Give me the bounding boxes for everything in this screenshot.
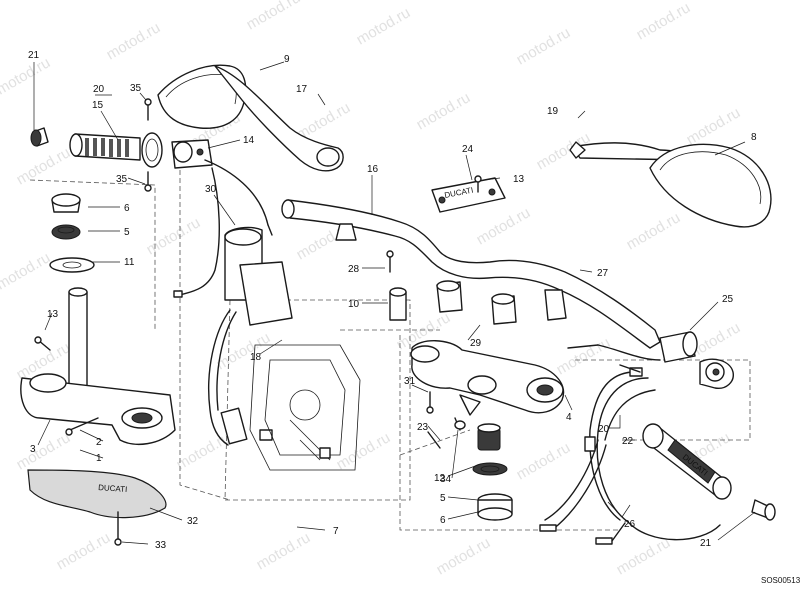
watermark: motod.ru xyxy=(554,334,614,378)
callout-7: 7 xyxy=(333,526,339,537)
left-mirror xyxy=(157,64,344,172)
left-switch-harness xyxy=(173,167,293,446)
callout-25: 25 xyxy=(722,294,734,305)
callout-34: 34 xyxy=(440,474,452,485)
watermark: motod.ru xyxy=(0,249,53,293)
risers-and-spacers xyxy=(335,223,567,325)
grip-texture xyxy=(85,138,129,157)
watermark: motod.ru xyxy=(414,89,474,133)
watermark: motod.ru xyxy=(634,0,694,43)
callout-20: 20 xyxy=(93,84,105,95)
callout-22: 22 xyxy=(622,436,634,447)
callout-29: 29 xyxy=(470,338,482,349)
callout-21: 21 xyxy=(700,538,712,549)
watermark: motod.ru xyxy=(14,429,74,473)
callout-35: 35 xyxy=(116,174,128,185)
callout-21: 21 xyxy=(28,50,40,61)
callout-4: 4 xyxy=(566,412,572,423)
handlebar xyxy=(281,199,661,349)
watermark: motod.ru xyxy=(434,534,494,578)
watermark: motod.ru xyxy=(354,4,414,48)
watermark: motod.ru xyxy=(174,429,234,473)
callout-labels: 21 20 15 35 9 17 19 8 14 35 16 24 13 30 … xyxy=(28,50,757,551)
callout-31: 31 xyxy=(404,376,416,387)
left-grip-assembly xyxy=(30,98,269,226)
callout-32: 32 xyxy=(187,516,199,527)
callout-24: 24 xyxy=(462,144,474,155)
callout-20: 20 xyxy=(598,424,610,435)
watermark: motod.ru xyxy=(474,204,534,248)
watermark: motod.ru xyxy=(0,54,53,98)
callout-23: 23 xyxy=(417,422,429,433)
right-mirror xyxy=(569,141,772,228)
callout-14: 14 xyxy=(243,135,255,146)
watermark: motod.ru xyxy=(334,429,394,473)
watermark: motod.ru xyxy=(244,0,304,33)
callout-15: 15 xyxy=(92,100,104,111)
callout-11: 11 xyxy=(124,257,135,268)
callout-10: 10 xyxy=(348,299,360,310)
right-switch-throttle xyxy=(567,331,734,389)
steering-nut-stack xyxy=(427,420,513,521)
throttle-cables xyxy=(539,364,721,545)
watermark: motod.ru xyxy=(254,529,314,573)
headstock-cover: DUCATI xyxy=(27,469,167,546)
callout-33: 33 xyxy=(155,540,167,551)
callout-12: 12 xyxy=(434,473,446,484)
assembly-outlines xyxy=(29,170,751,531)
watermark: motod.ru xyxy=(614,534,674,578)
callout-13: 13 xyxy=(47,309,59,320)
watermark: motod.ru xyxy=(514,439,574,483)
callout-16: 16 xyxy=(367,164,379,175)
callout-8: 8 xyxy=(751,132,757,143)
watermark: motod.ru xyxy=(144,214,204,258)
callout-1: 1 xyxy=(96,453,102,464)
callout-26: 26 xyxy=(624,519,636,530)
callout-5: 5 xyxy=(124,227,130,238)
leader-lines xyxy=(33,61,756,545)
callout-30: 30 xyxy=(205,184,217,195)
cover-brand-mark: DUCATI xyxy=(98,483,128,494)
watermark: motod.ru xyxy=(14,144,74,188)
callout-13: 13 xyxy=(513,174,525,185)
steering-stem-assembly xyxy=(20,193,176,446)
frame-headstock xyxy=(249,344,361,471)
callout-3: 3 xyxy=(30,444,36,455)
callout-17: 17 xyxy=(296,84,308,95)
callout-28: 28 xyxy=(348,264,360,275)
watermark: motod.ru xyxy=(54,529,114,573)
triple-clamp xyxy=(410,340,565,431)
right-grip: DUCATI xyxy=(642,423,776,521)
callout-18: 18 xyxy=(250,352,262,363)
callout-27: 27 xyxy=(597,268,609,279)
callout-2: 2 xyxy=(96,437,102,448)
drawing-code: SOS00513 xyxy=(761,576,800,585)
watermark: motod.ru xyxy=(684,104,744,148)
callout-19: 19 xyxy=(547,106,559,117)
top-clamp: DUCATI xyxy=(431,175,506,213)
callout-6: 6 xyxy=(440,515,446,526)
callout-6: 6 xyxy=(124,203,130,214)
watermark: motod.ru xyxy=(514,24,574,68)
callout-35: 35 xyxy=(130,83,142,94)
watermark: motod.ru xyxy=(104,19,164,63)
callout-9: 9 xyxy=(284,54,290,65)
watermark: motod.ru xyxy=(624,209,684,253)
callout-5: 5 xyxy=(440,493,446,504)
